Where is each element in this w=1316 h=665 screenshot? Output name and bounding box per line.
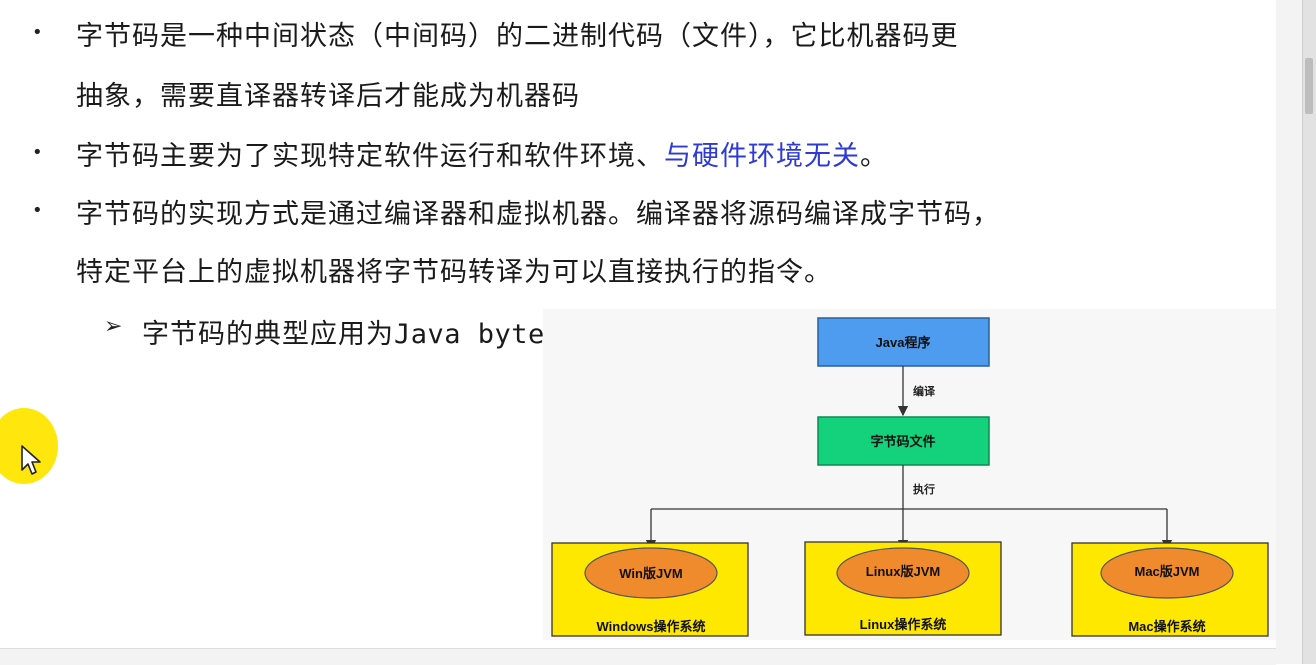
bullet-1-line-1: 字节码是一种中间状态（中间码）的二进制代码（文件），它比机器码更: [76, 21, 959, 52]
bullet-1-line-2: 抽象，需要直译器转译后才能成为机器码: [76, 81, 580, 112]
scrollbar-thumb[interactable]: [1305, 58, 1313, 114]
java-program-box: [817, 317, 990, 367]
bullet-dot: •: [32, 200, 43, 221]
win-jvm-ellipse: [584, 547, 718, 599]
window-bottom-edge: [0, 648, 1276, 665]
bytecode-file-label: 字节码文件: [870, 434, 935, 449]
execute-label: 执行: [913, 482, 935, 496]
linux-jvm-ellipse: [836, 547, 970, 599]
arrow-bullet-icon: ➢: [104, 314, 123, 339]
bullet-2-highlight: 与硬件环境无关: [664, 141, 860, 172]
window-right-edge: [1276, 0, 1316, 664]
bullet-3-line-1: 字节码的实现方式是通过编译器和虚拟机器。编译器将源码编译成字节码，: [76, 199, 1000, 230]
java-program-label: Java程序: [876, 335, 931, 350]
vertical-scrollbar[interactable]: [1302, 0, 1316, 664]
linux-os-label: Linux操作系统: [860, 617, 947, 632]
jvm-diagram-svg: Java程序 编译 字节码文件 执行 Win版JVM Windows操作系统 L…: [551, 317, 1269, 637]
bullet-2-line: 字节码主要为了实现特定软件运行和软件环境、与硬件环境无关。: [76, 134, 888, 173]
bullet-3-line-2: 特定平台上的虚拟机器将字节码转译为可以直接执行的指令。: [76, 257, 832, 288]
windows-os-label: Windows操作系统: [597, 619, 706, 634]
bullet-dot: •: [32, 22, 43, 43]
cursor-highlight: [0, 408, 58, 484]
win-jvm-label: Win版JVM: [619, 566, 682, 581]
mac-jvm-label: Mac版JVM: [1134, 564, 1199, 579]
sub-bullet-prefix: 字节码的典型应用为: [142, 319, 394, 350]
linux-jvm-label: Linux版JVM: [866, 564, 940, 579]
mac-os-label: Mac操作系统: [1128, 619, 1205, 634]
slide: • 字节码是一种中间状态（中间码）的二进制代码（文件），它比机器码更 抽象，需要…: [0, 21, 1276, 640]
bullet-2-text: 字节码主要为了实现特定软件运行和软件环境、: [76, 141, 664, 172]
bullet-2-tail: 。: [860, 141, 888, 172]
mac-jvm-ellipse: [1100, 547, 1234, 599]
mouse-cursor-icon: [21, 445, 41, 475]
bullet-dot: •: [32, 142, 43, 163]
compile-label: 编译: [913, 384, 936, 398]
jvm-diagram: Java程序 编译 字节码文件 执行 Win版JVM Windows操作系统 L…: [543, 309, 1276, 640]
bytecode-file-box: [817, 416, 990, 466]
